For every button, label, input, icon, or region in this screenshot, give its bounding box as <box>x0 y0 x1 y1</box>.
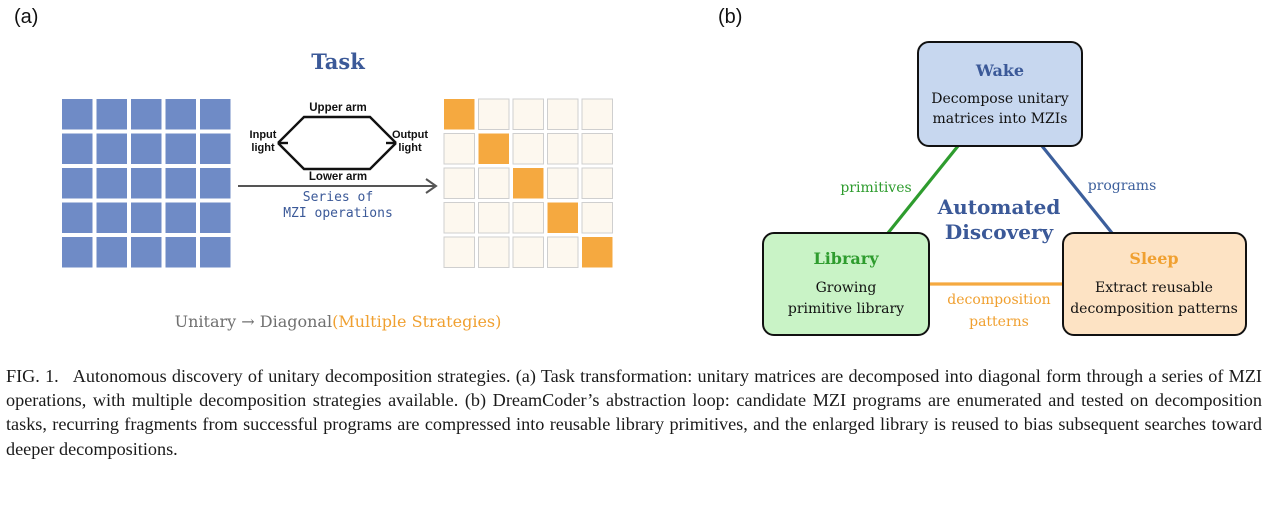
task-summary-highlight: (Multiple Strategies) <box>332 312 501 331</box>
upper-arm-label: Upper arm <box>309 102 367 114</box>
input-label-line2: light <box>251 142 275 154</box>
edge-programs-label: programs <box>1088 178 1157 194</box>
wake-title: Wake <box>975 61 1024 80</box>
diagonal-cell <box>581 167 613 199</box>
figure-diagram: (a) Task Upper arm Lower arm Input light… <box>14 6 1247 336</box>
unitary-cell <box>96 99 127 130</box>
diagonal-cell <box>581 98 613 130</box>
diagonal-cell <box>547 202 578 233</box>
edge-primitives <box>886 144 960 235</box>
unitary-cell <box>165 202 196 233</box>
output-label-line2: light <box>398 142 422 154</box>
library-title: Library <box>813 249 879 268</box>
unitary-cell <box>200 237 231 268</box>
unitary-cell <box>200 168 231 199</box>
unitary-cell <box>96 237 127 268</box>
panel-b-label: (b) <box>718 6 742 28</box>
unitary-cell <box>165 237 196 268</box>
mzi-diagram: Upper arm Lower arm Input light Output l… <box>250 102 429 183</box>
diagonal-cell <box>478 167 510 199</box>
unitary-cell <box>200 133 231 164</box>
unitary-cell <box>62 202 93 233</box>
unitary-cell <box>165 133 196 164</box>
sleep-line1: Extract reusable <box>1095 280 1213 296</box>
sleep-node: Sleep Extract reusable decomposition pat… <box>1062 232 1247 336</box>
sleep-title: Sleep <box>1129 249 1178 268</box>
unitary-matrix <box>62 99 231 268</box>
unitary-cell <box>131 168 162 199</box>
diagonal-cell <box>478 236 510 268</box>
lower-arm-label: Lower arm <box>309 171 367 183</box>
diagonal-cell <box>547 236 579 268</box>
wake-line2: matrices into MZIs <box>933 111 1068 127</box>
unitary-cell <box>165 99 196 130</box>
sleep-line2: decomposition patterns <box>1070 301 1238 317</box>
input-label-line1: Input <box>250 129 277 141</box>
diagonal-cell <box>513 168 544 199</box>
edge-decomposition-label-line1: decomposition <box>947 292 1050 308</box>
caption-lead: FIG. 1. <box>6 366 59 386</box>
diagonal-cell <box>547 98 579 130</box>
lower-arm-path <box>277 142 397 171</box>
unitary-cell <box>131 133 162 164</box>
panel-a-label: (a) <box>14 6 38 28</box>
automated-discovery-line2: Discovery <box>945 220 1055 244</box>
unitary-cell <box>165 168 196 199</box>
unitary-cell <box>96 202 127 233</box>
diagonal-cell <box>478 133 509 164</box>
wake-node: Wake Decompose unitary matrices into MZI… <box>917 41 1083 147</box>
unitary-cell <box>131 99 162 130</box>
diagonal-cell <box>443 133 475 165</box>
diagonal-cell <box>512 202 544 234</box>
diagonal-cell <box>478 202 510 234</box>
diagonal-matrix <box>443 98 613 268</box>
diagonal-cell <box>443 236 475 268</box>
diagonal-cell <box>547 133 579 165</box>
library-node: Library Growing primitive library <box>762 232 930 336</box>
edge-primitives-label: primitives <box>840 180 911 196</box>
upper-arm-path <box>277 115 397 144</box>
diagonal-cell <box>582 237 613 268</box>
unitary-cell <box>96 133 127 164</box>
arrow-label-line1: Series of <box>303 190 373 205</box>
task-summary: Unitary → Diagonal(Multiple Strategies) <box>175 312 502 331</box>
automated-discovery-line1: Automated <box>937 195 1061 219</box>
edge-programs <box>1040 144 1114 235</box>
diagonal-cell <box>581 202 613 234</box>
unitary-cell <box>200 99 231 130</box>
library-line1: Growing <box>816 280 877 296</box>
edge-decomposition-label-line2: patterns <box>969 314 1029 330</box>
task-summary-prefix: Unitary → Diagonal <box>175 312 332 331</box>
unitary-cell <box>131 237 162 268</box>
figure-caption: FIG. 1.Autonomous discovery of unitary d… <box>6 364 1262 461</box>
diagonal-cell <box>581 133 613 165</box>
output-label-line1: Output <box>392 129 428 141</box>
unitary-cell <box>62 237 93 268</box>
diagonal-cell <box>512 98 544 130</box>
wake-line1: Decompose unitary <box>931 91 1069 107</box>
unitary-cell <box>62 99 93 130</box>
transform-arrow <box>238 178 438 194</box>
diagonal-cell <box>444 99 475 130</box>
unitary-cell <box>131 202 162 233</box>
unitary-cell <box>200 202 231 233</box>
caption-text: Autonomous discovery of unitary decompos… <box>6 366 1262 459</box>
diagonal-cell <box>512 133 544 165</box>
library-line2: primitive library <box>788 301 904 317</box>
diagonal-cell <box>443 202 475 234</box>
task-title: Task <box>311 49 365 74</box>
arrow-label-line2: MZI operations <box>283 206 393 221</box>
diagonal-cell <box>547 167 579 199</box>
diagonal-cell <box>512 236 544 268</box>
diagonal-cell <box>443 167 475 199</box>
unitary-cell <box>96 168 127 199</box>
unitary-cell <box>62 168 93 199</box>
unitary-cell <box>62 133 93 164</box>
diagonal-cell <box>478 98 510 130</box>
